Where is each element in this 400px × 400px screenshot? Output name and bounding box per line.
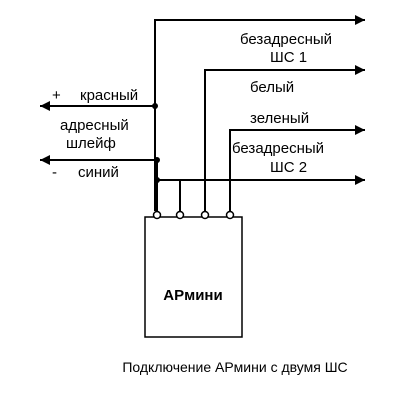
label-nonaddr-loop1-line2: ШС 1	[270, 49, 307, 66]
wire-green	[229, 125, 365, 211]
terminal-1	[152, 210, 162, 220]
junction-blue	[154, 157, 160, 163]
device-label: АРмини	[163, 287, 222, 304]
label-white: белый	[250, 79, 294, 96]
wire-white	[204, 65, 365, 211]
device-box	[144, 216, 243, 338]
label-addr-loop-line2: шлейф	[66, 135, 116, 152]
label-nonaddr-loop1-line1: безадресный	[240, 31, 332, 48]
label-blue: синий	[78, 164, 119, 181]
wire-loop1-top	[154, 15, 365, 211]
label-minus: -	[52, 164, 57, 181]
terminal-2	[175, 210, 185, 220]
label-red: красный	[80, 87, 138, 104]
label-plus: +	[52, 87, 61, 104]
terminal-3	[200, 210, 210, 220]
label-nonaddr-loop2-line2: ШС 2	[270, 159, 307, 176]
junction-bottom	[154, 177, 160, 183]
terminal-block	[152, 210, 235, 220]
junction-red	[152, 103, 158, 109]
diagram-caption: Подключение АРмини с двумя ШС	[122, 359, 347, 375]
label-green: зеленый	[250, 110, 309, 127]
label-nonaddr-loop2-line1: безадресный	[232, 140, 324, 157]
terminal-4	[225, 210, 235, 220]
label-addr-loop-line1: адресный	[60, 117, 129, 134]
